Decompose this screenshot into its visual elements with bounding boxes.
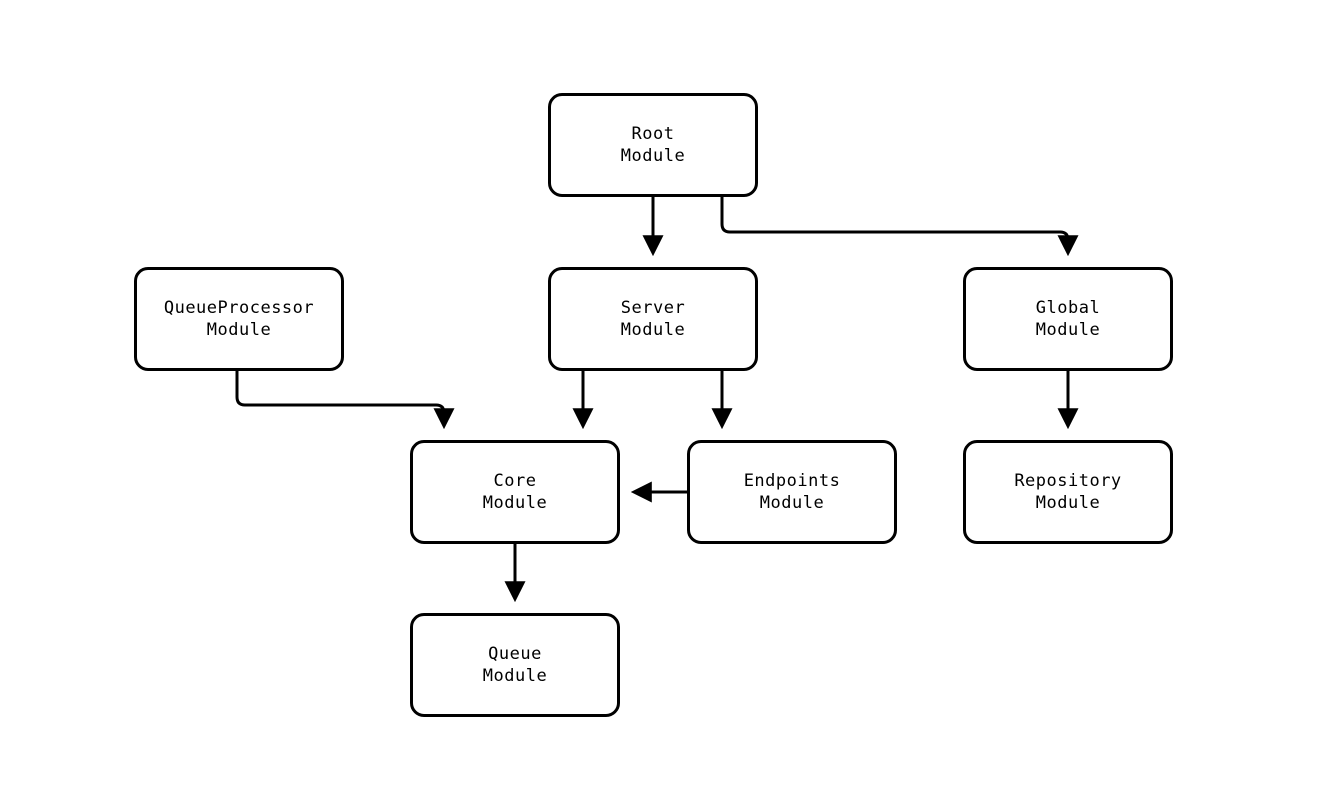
node-global-subtitle: Module — [1035, 320, 1101, 340]
node-root-title: Root — [631, 124, 675, 144]
node-core-title: Core — [493, 471, 537, 491]
node-queueprocessor-subtitle: Module — [206, 320, 272, 340]
edges-group — [235, 197, 1079, 603]
edge-queueprocessor-core — [235, 371, 455, 430]
node-core-subtitle: Module — [482, 493, 548, 513]
edge-root-global — [720, 197, 1079, 257]
node-root-subtitle: Module — [620, 146, 686, 166]
node-repository-title: Repository — [1014, 471, 1122, 491]
node-queue-title: Queue — [488, 644, 542, 664]
node-server-title: Server — [620, 298, 686, 318]
node-server-subtitle: Module — [620, 320, 686, 340]
node-queueprocessor-title: QueueProcessor — [163, 298, 315, 318]
node-endpoints-title: Endpoints — [743, 471, 841, 491]
node-queue-subtitle: Module — [482, 666, 548, 686]
node-endpoints-subtitle: Module — [759, 493, 825, 513]
node-global-title: Global — [1035, 298, 1101, 318]
node-repository-subtitle: Module — [1035, 493, 1101, 513]
